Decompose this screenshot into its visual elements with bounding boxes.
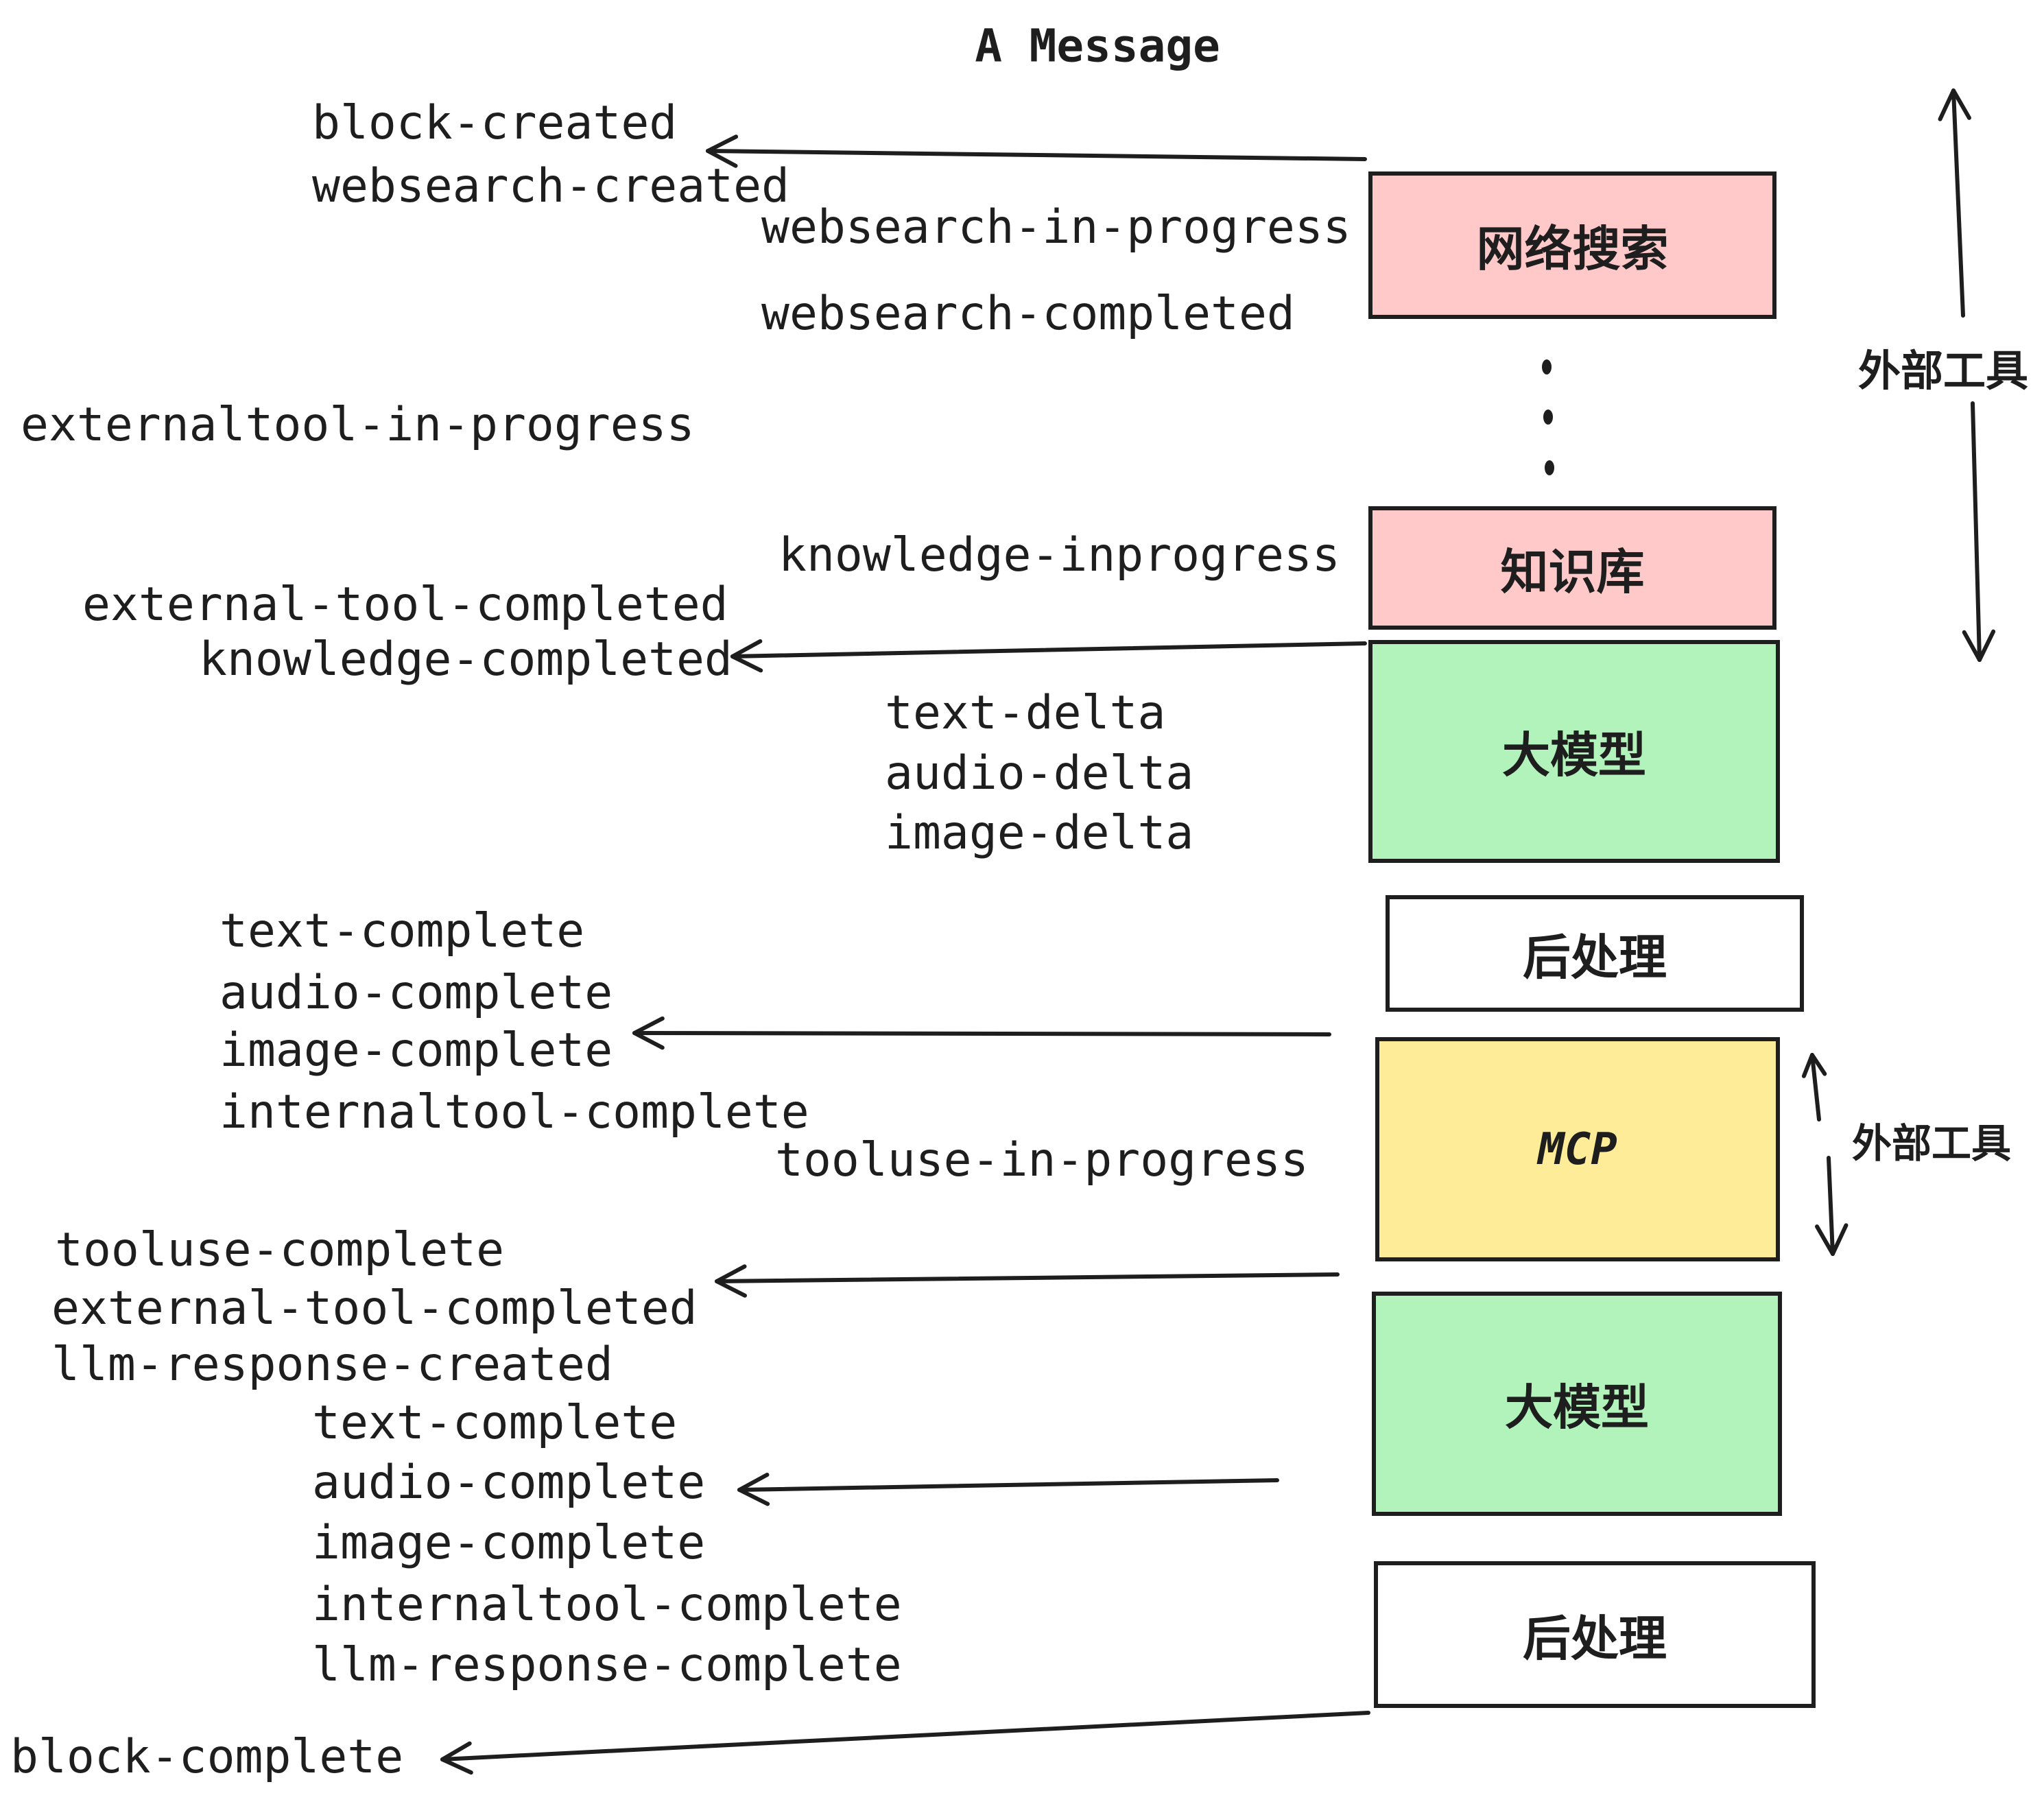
- knowledge-box: 知识库: [1368, 506, 1776, 630]
- label-text-complete-1: text-complete: [219, 904, 585, 958]
- label-llm-response-complete: llm-response-complete: [312, 1638, 902, 1692]
- label-websearch-in-progress: websearch-in-progress: [761, 200, 1351, 254]
- label-tooluse-complete: tooluse-complete: [55, 1223, 505, 1277]
- ellipsis-dot-1: [1542, 359, 1552, 375]
- label-websearch-created: websearch-created: [312, 159, 789, 213]
- diagram-title: A Message: [975, 19, 1220, 73]
- llm-box-1: 大模型: [1368, 640, 1780, 863]
- label-image-delta-1: image-delta: [885, 806, 1194, 860]
- label-block-created: block-created: [312, 96, 678, 150]
- arrow-to-websearch-created: [706, 134, 1367, 168]
- knowledge-box-label: 知识库: [1500, 545, 1645, 599]
- external-tools-label-1: 外部工具: [1857, 348, 2029, 395]
- llm-box-1-label: 大模型: [1502, 728, 1646, 782]
- label-block-complete: block-complete: [10, 1730, 404, 1784]
- label-websearch-completed: websearch-completed: [761, 287, 1295, 341]
- label-tooluse-in-progress: tooluse-in-progress: [775, 1133, 1309, 1187]
- external-tools-down-arrow-2: [1815, 1156, 1849, 1256]
- ellipsis-dot-2: [1543, 410, 1553, 425]
- external-tools-down-arrow-1: [1962, 401, 1996, 662]
- websearch-box-label: 网络搜索: [1476, 222, 1669, 276]
- label-image-complete-1: image-complete: [219, 1023, 613, 1078]
- label-externaltool-in-progress: externaltool-in-progress: [21, 398, 695, 452]
- llm-box-2: 大模型: [1372, 1292, 1782, 1516]
- label-llm-response-created: llm-response-created: [51, 1338, 613, 1392]
- label-text-delta-1: text-delta: [885, 686, 1166, 740]
- mcp-box: MCP: [1375, 1037, 1780, 1261]
- label-image-complete-2: image-complete: [312, 1516, 706, 1570]
- mcp-box-label: MCP: [1538, 1124, 1617, 1175]
- llm-box-2-label: 大模型: [1505, 1381, 1649, 1434]
- label-external-tool-completed-2: external-tool-completed: [51, 1281, 698, 1336]
- label-internaltool-complete-2: internaltool-complete: [312, 1578, 902, 1632]
- ellipsis-dot-3: [1545, 460, 1554, 475]
- external-tools-label-2: 外部工具: [1851, 1121, 2012, 1166]
- arrow-to-image-complete: [632, 1016, 1331, 1050]
- label-audio-complete-2: audio-complete: [312, 1456, 706, 1510]
- arrow-to-external-tool-completed: [715, 1264, 1340, 1298]
- post-box-2-label: 后处理: [1523, 1611, 1667, 1665]
- post-box-1-label: 后处理: [1523, 930, 1667, 984]
- websearch-box: 网络搜索: [1368, 171, 1776, 319]
- post-box-1: 后处理: [1386, 895, 1804, 1012]
- post-box-2: 后处理: [1374, 1561, 1816, 1708]
- label-knowledge-completed: knowledge-completed: [199, 632, 733, 687]
- arrow-to-block-complete: [440, 1711, 1370, 1775]
- external-tools-up-arrow-2: [1801, 1053, 1827, 1121]
- label-knowledge-inprogress: knowledge-inprogress: [779, 528, 1340, 582]
- label-external-tool-completed-1: external-tool-completed: [82, 578, 728, 632]
- arrow-to-audio-complete: [737, 1473, 1279, 1506]
- label-audio-delta-1: audio-delta: [885, 746, 1194, 800]
- label-text-complete-2: text-complete: [312, 1396, 678, 1450]
- arrow-to-knowledge-completed: [730, 639, 1367, 673]
- label-audio-complete-1: audio-complete: [219, 966, 613, 1020]
- external-tools-up-arrow-1: [1938, 88, 1971, 318]
- label-internaltool-complete-1: internaltool-complete: [219, 1085, 809, 1139]
